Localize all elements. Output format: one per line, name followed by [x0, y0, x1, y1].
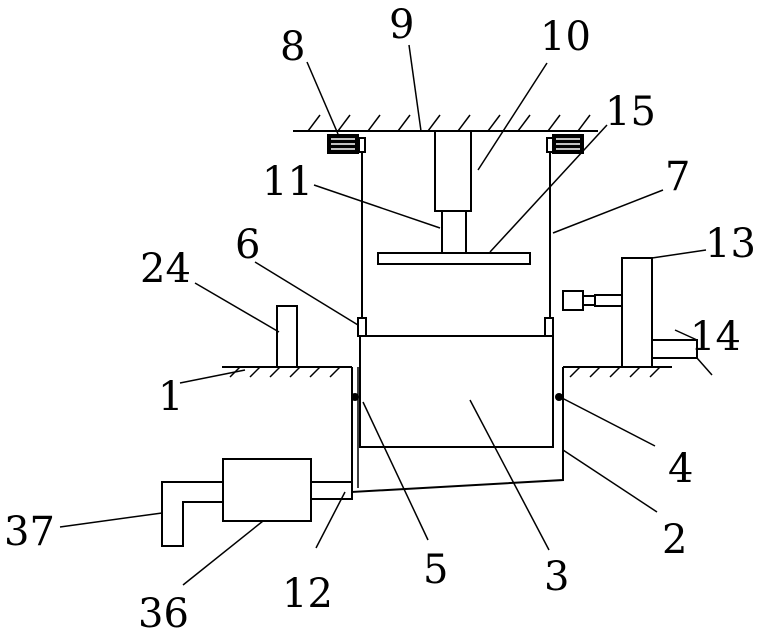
pit: [351, 367, 564, 494]
label-7: 7: [665, 154, 690, 200]
label-4: 4: [668, 446, 693, 492]
label-36: 36: [138, 591, 189, 634]
side-arm: [651, 339, 698, 359]
piston-rod: [441, 210, 467, 254]
outlet-pipe: [161, 481, 224, 547]
label-5: 5: [423, 547, 448, 593]
side-cylinder: [562, 290, 584, 311]
label-10: 10: [540, 14, 591, 60]
right-pulley-mount: [546, 137, 554, 153]
label-13: 13: [705, 221, 756, 267]
left-winch: [327, 134, 359, 154]
side-cylinder-neck: [582, 295, 596, 306]
ground-right: [563, 366, 672, 378]
post: [276, 305, 298, 368]
label-8: 8: [280, 24, 305, 70]
side-frame: [621, 257, 653, 368]
label-2: 2: [662, 517, 687, 563]
label-15: 15: [605, 89, 656, 135]
press-plate: [377, 252, 531, 265]
leader-lines: [59, 44, 713, 586]
label-6: 6: [235, 222, 260, 268]
right-hook: [544, 317, 554, 337]
container: [359, 335, 554, 448]
left-hook: [357, 317, 367, 337]
label-9: 9: [389, 2, 414, 48]
label-11: 11: [262, 159, 313, 205]
label-37: 37: [4, 509, 55, 555]
left-pulley-mount: [358, 137, 366, 153]
push-rod: [594, 294, 623, 307]
ceiling: [293, 114, 598, 132]
right-roller: [555, 393, 563, 401]
label-3: 3: [544, 554, 569, 600]
hydraulic-cylinder: [434, 130, 472, 212]
drain-pipe: [310, 481, 353, 500]
ground-left: [222, 366, 352, 378]
label-12: 12: [282, 571, 333, 617]
right-winch: [552, 134, 584, 154]
pump: [222, 458, 312, 522]
left-roller: [351, 393, 359, 401]
label-24: 24: [140, 246, 191, 292]
label-1: 1: [158, 374, 183, 420]
label-14: 14: [690, 314, 741, 360]
